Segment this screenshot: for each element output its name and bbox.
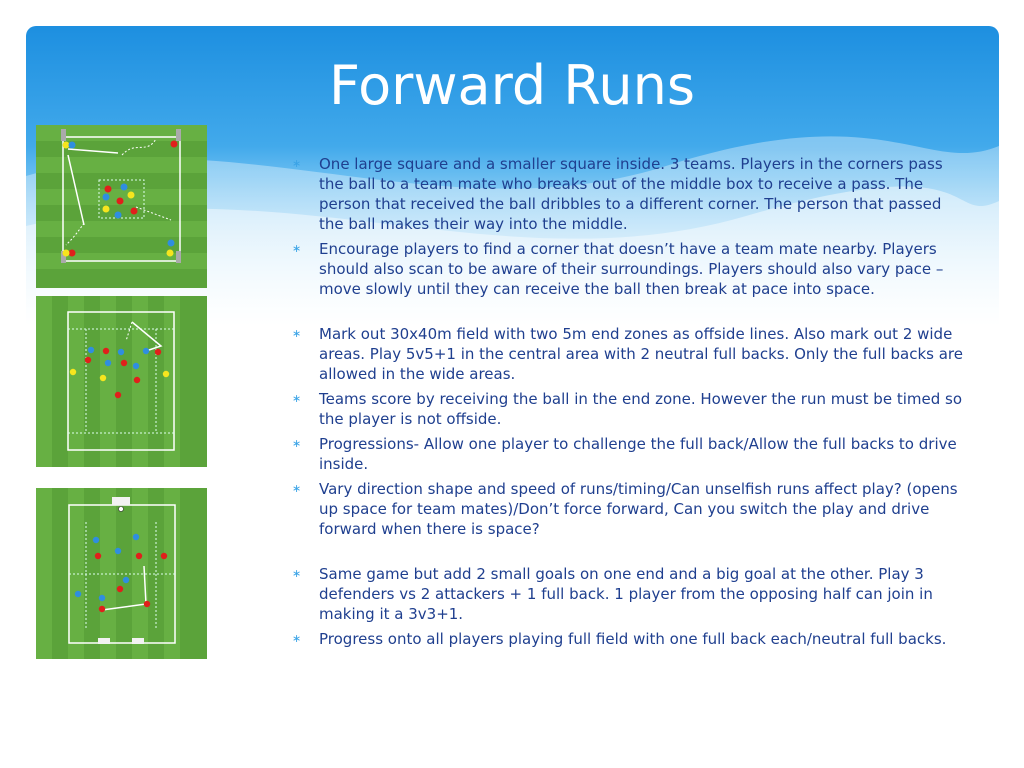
bullet-item: ∗ One large square and a smaller square … bbox=[292, 154, 964, 234]
bullet-item: ∗ Same game but add 2 small goals on one… bbox=[292, 564, 964, 624]
bullet-list: ∗ One large square and a smaller square … bbox=[292, 154, 964, 654]
bullet-text: Vary direction shape and speed of runs/t… bbox=[319, 480, 958, 538]
end-zone-drill-image bbox=[36, 296, 207, 467]
header-wave-background bbox=[26, 26, 999, 326]
bullet-text: Teams score by receiving the ball in the… bbox=[319, 390, 962, 428]
square-drill-image bbox=[36, 125, 207, 288]
bullet-marker-icon: ∗ bbox=[292, 632, 302, 645]
bullet-item: ∗ Vary direction shape and speed of runs… bbox=[292, 479, 964, 539]
bullet-item: ∗ Mark out 30x40m field with two 5m end … bbox=[292, 324, 964, 384]
diagram-goals-drill bbox=[36, 488, 207, 660]
bullet-text: One large square and a smaller square in… bbox=[319, 155, 943, 233]
spacer bbox=[292, 544, 964, 564]
bullet-text: Same game but add 2 small goals on one e… bbox=[319, 565, 933, 623]
bullet-text: Mark out 30x40m field with two 5m end zo… bbox=[319, 325, 963, 383]
spacer bbox=[292, 304, 964, 324]
diagram-square-drill bbox=[36, 125, 207, 297]
bullet-text: Encourage players to find a corner that … bbox=[319, 240, 944, 298]
bullet-marker-icon: ∗ bbox=[292, 392, 302, 405]
diagram-end-zone-drill bbox=[36, 296, 207, 468]
bullet-marker-icon: ∗ bbox=[292, 482, 302, 495]
bullet-text: Progressions- Allow one player to challe… bbox=[319, 435, 957, 473]
slide-title: Forward Runs bbox=[328, 54, 695, 117]
bullet-marker-icon: ∗ bbox=[292, 437, 302, 450]
bullet-marker-icon: ∗ bbox=[292, 567, 302, 580]
bullet-item: ∗ Progress onto all players playing full… bbox=[292, 629, 964, 649]
bullet-text: Progress onto all players playing full f… bbox=[319, 630, 947, 648]
bullet-marker-icon: ∗ bbox=[292, 242, 302, 255]
bullet-item: ∗ Encourage players to find a corner tha… bbox=[292, 239, 964, 299]
goals-drill-image bbox=[36, 488, 207, 659]
bullet-marker-icon: ∗ bbox=[292, 327, 302, 340]
bullet-item: ∗ Teams score by receiving the ball in t… bbox=[292, 389, 964, 429]
bullet-marker-icon: ∗ bbox=[292, 157, 302, 170]
header-band bbox=[26, 26, 999, 326]
bullet-item: ∗ Progressions- Allow one player to chal… bbox=[292, 434, 964, 474]
